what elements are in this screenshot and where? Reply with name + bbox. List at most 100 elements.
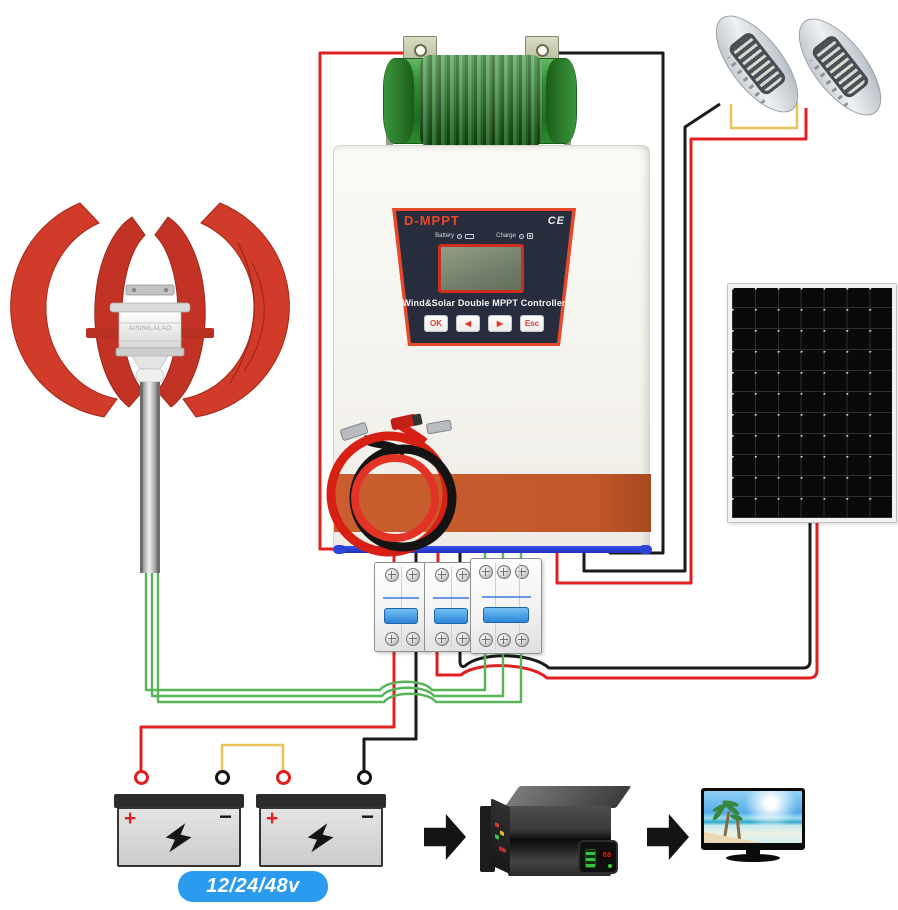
generator-body: [118, 311, 182, 349]
battery-indicator-label: Battery: [435, 233, 455, 239]
turbine-bolt: [163, 287, 169, 293]
pv-breaker: [424, 562, 478, 652]
inverter-front-panel: [491, 798, 510, 874]
wire-solar-negative: [458, 517, 812, 670]
charge-indicator-label: Charge: [496, 233, 516, 239]
battery-led-icon: [457, 233, 463, 239]
dump-load-resistor: [383, 36, 577, 148]
battery-top-bar: [114, 794, 244, 808]
breaker-pole-separator: [401, 567, 402, 647]
breaker-terminal-screw: [497, 633, 511, 647]
breaker-label-line: [432, 597, 470, 599]
breaker-terminal-screw: [435, 568, 449, 582]
battery-breaker: [374, 562, 428, 652]
turbine-blade-rib: [229, 242, 255, 384]
breaker-toggle: [433, 608, 469, 624]
wire-solar-positive: [435, 517, 819, 680]
battery-minus-label: −: [219, 804, 232, 829]
wind-turbine: [10, 202, 290, 573]
inverter-top-face: [504, 786, 632, 808]
generator-taper: [131, 355, 169, 370]
ok-button: OK: [424, 315, 448, 332]
controller-button-row: OK ◀ ▶ Esc: [392, 315, 576, 332]
cable-lug: [426, 419, 452, 435]
cable-lug: [340, 422, 369, 441]
lcd-display: [438, 244, 524, 293]
battery-top-bar: [256, 794, 386, 808]
palm-tree-trunk: [735, 818, 742, 842]
beach-sand: [704, 832, 762, 843]
left-arrow-button: ◀: [456, 315, 480, 332]
breaker-terminal-screw: [479, 633, 493, 647]
resistor-end-cap: [384, 59, 414, 143]
wire-lamp-link: [729, 102, 799, 130]
mppt-controller: D-MPPT CE Battery Charge Wind&Solar Doub…: [333, 145, 652, 554]
breaker-terminal-screw: [385, 632, 399, 646]
breaker-terminal-screw: [515, 633, 529, 647]
breaker-terminal-screw: [515, 565, 529, 579]
power-inverter: 88: [478, 776, 632, 888]
controller-heatsink-band: [334, 474, 651, 532]
breaker-toggle: [383, 608, 419, 624]
breaker-terminal-screw: [385, 568, 399, 582]
battery2-negative-terminal: [357, 770, 372, 785]
tv-stand-base: [726, 854, 780, 862]
breaker-pole-separator: [451, 567, 452, 647]
red-cable-loop: [326, 431, 452, 557]
remote-status-led: [608, 864, 612, 868]
charge-indicator: Charge: [496, 233, 533, 239]
battery-1: + −: [114, 782, 244, 868]
battery-plus-label: +: [266, 807, 279, 830]
controller-front-panel: D-MPPT CE Battery Charge Wind&Solar Doub…: [392, 208, 576, 346]
red-cable-inner-loop: [351, 454, 439, 542]
turbine-arm-left: [86, 328, 120, 338]
breaker-label-line: [382, 597, 420, 599]
breaker-terminal-screw: [435, 632, 449, 646]
wire-wind-phase-1: [144, 548, 487, 692]
breaker-terminal-screw: [406, 632, 420, 646]
breaker-label-line: [481, 596, 531, 598]
turbine-blade-rib: [243, 262, 265, 372]
esc-button: Esc: [520, 315, 544, 332]
television: [701, 788, 805, 868]
inverter-led: [495, 822, 499, 828]
wire-battery-series-link: [220, 743, 285, 773]
resistor-body: [383, 55, 577, 147]
battery-2: + −: [256, 782, 386, 868]
solar-panel-cells: [732, 288, 892, 518]
breaker-terminal-screw: [456, 568, 470, 582]
inverter-led: [495, 834, 499, 840]
resistor-coil-winding: [420, 55, 542, 147]
breaker-toggle: [482, 607, 530, 623]
controller-mount-rail: [333, 545, 652, 554]
battery1-negative-terminal: [215, 770, 230, 785]
wind-breaker: [470, 558, 542, 654]
charge-led-icon: [518, 233, 524, 239]
turbine-mast: [143, 382, 157, 573]
wire-wind-phase-3: [156, 548, 523, 704]
charge-icon: [526, 233, 533, 239]
indicator-row: Battery Charge: [392, 233, 576, 239]
resistor-end-cap: [546, 59, 576, 143]
inverter-remote-display: 88: [578, 840, 618, 874]
breaker-terminal-screw: [406, 568, 420, 582]
battery2-positive-terminal: [276, 770, 291, 785]
battery-icon: [465, 233, 475, 239]
generator-lower-flange: [115, 347, 185, 357]
battery-voltage-badge: 12/24/48v: [178, 871, 328, 902]
inverter-led: [500, 830, 504, 837]
wire-lamp-positive: [555, 108, 808, 585]
solar-panel: [727, 283, 897, 523]
cable-lug-tip: [412, 413, 423, 426]
battery-minus-label: −: [361, 804, 374, 829]
cable-lug-red: [390, 413, 418, 431]
tv-screen: [704, 791, 802, 843]
generator-top-flange: [109, 302, 191, 313]
turbine-blade-left: [10, 202, 118, 418]
battery1-positive-terminal: [134, 770, 149, 785]
generator-knob: [135, 368, 165, 383]
turbine-blade-right: [182, 202, 290, 418]
product-name-label: Wind&Solar Double MPPT Controller: [402, 298, 566, 308]
breaker-pole-separator: [495, 563, 496, 649]
